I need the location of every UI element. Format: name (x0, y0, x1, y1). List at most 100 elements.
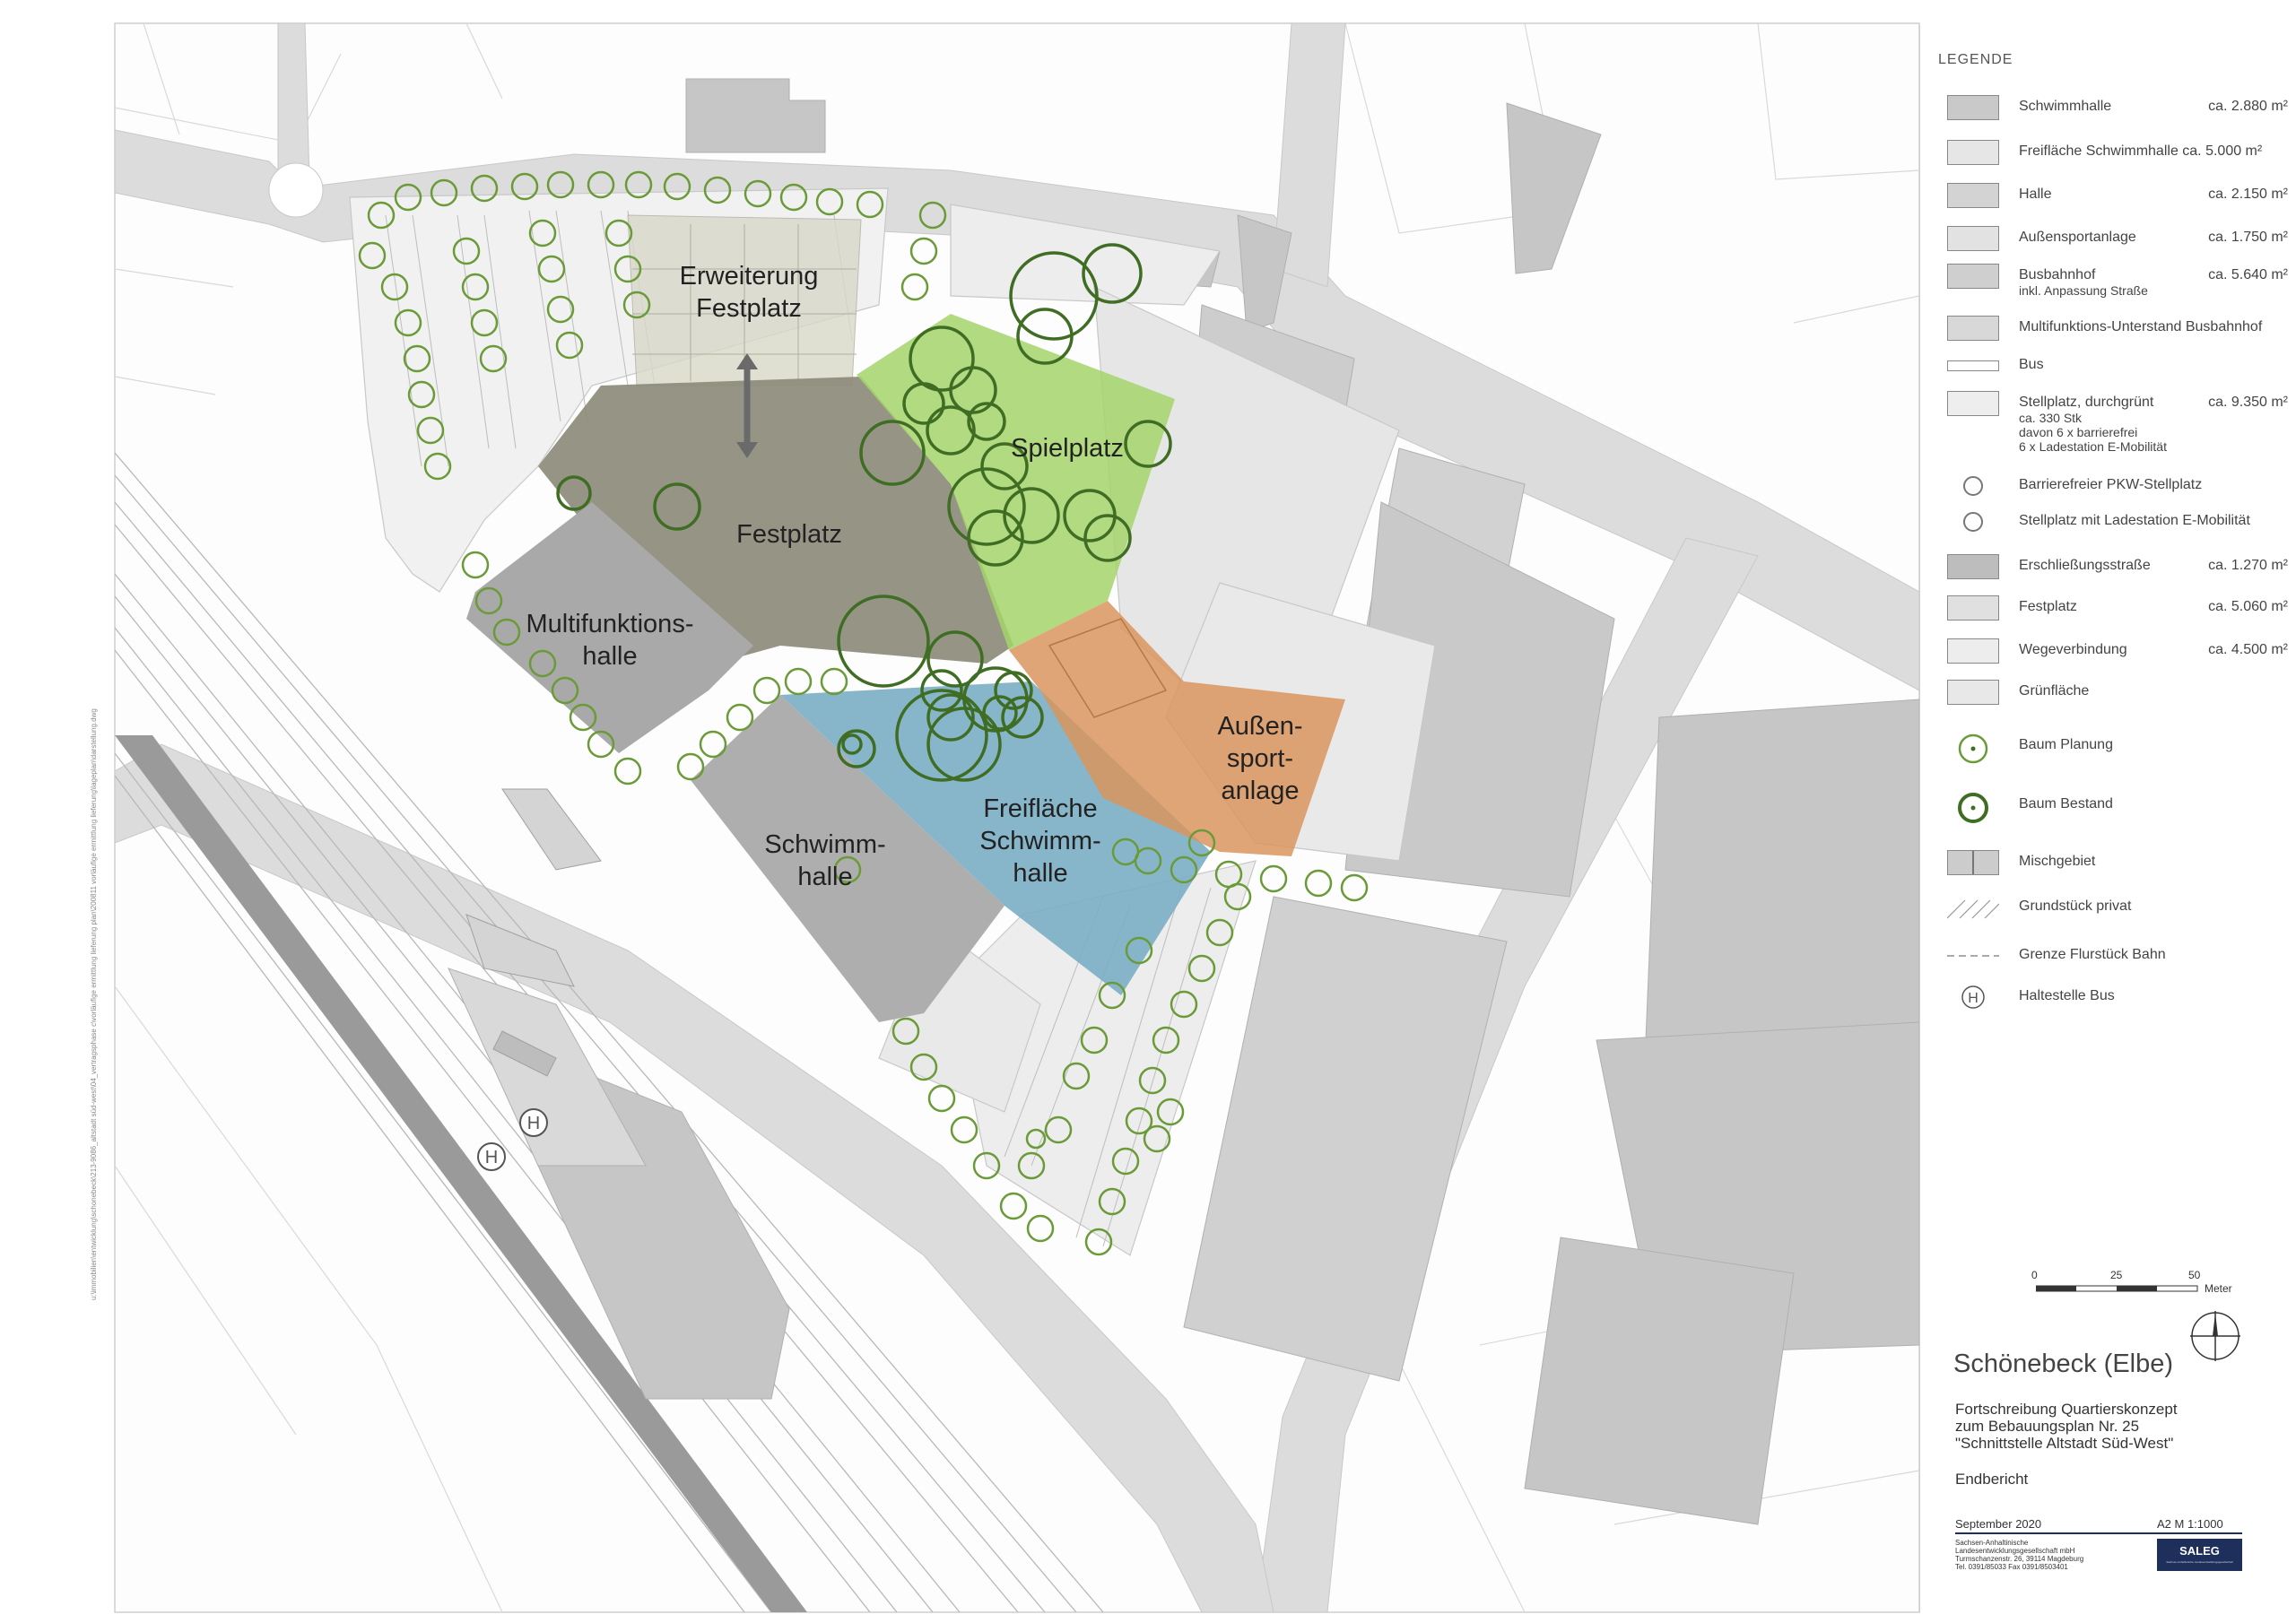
label-festplatz: Festplatz (736, 520, 842, 549)
legend-area: ca. 5.060 m² (2208, 599, 2288, 614)
legend-item: Schwimmhalle ca. 2.880 m² (1947, 95, 2288, 131)
legend-swatch (1947, 595, 1999, 621)
label-multifunktionshalle: Multifunktions- halle (526, 610, 694, 671)
legend-item: Mischgebiet (1947, 850, 2288, 886)
legend-label: Mischgebiet (2019, 854, 2096, 869)
legend-label: Wegeverbindung (2019, 642, 2127, 657)
legend-swatch (1947, 264, 1999, 289)
legend-label: Schwimmhalle (2019, 99, 2112, 114)
label-aussensport: Außen- sport- anlage (1217, 712, 1303, 805)
legend-label: Stellplatz, durchgrünt (2019, 395, 2154, 410)
legend-item: Festplatz ca. 5.060 m² (1947, 595, 2288, 631)
title-line4: Endbericht (1955, 1471, 2029, 1488)
legend-swatch (1947, 140, 1999, 165)
legend-swatch (1947, 850, 1999, 875)
legend-area: ca. 2.880 m² (2208, 99, 2288, 114)
legend-item: Bus (1947, 353, 2288, 389)
legend-label: Halle (2019, 187, 2052, 202)
saleg-logo-text: SALEG (2179, 1544, 2220, 1558)
label-spielplatz: Spielplatz (1011, 434, 1124, 463)
legend-item: Grenze Flurstück Bahn (1947, 943, 2288, 979)
bus-stop-icon: H (1947, 985, 1999, 1010)
legend-swatch (1947, 183, 1999, 208)
bus-stop-markers (477, 1108, 548, 1171)
footer-org3: Turmschanzenstr. 26, 39114 Magdeburg (1955, 1555, 2084, 1563)
scale-tick-50: 50 (2188, 1269, 2201, 1281)
legend-label: Festplatz (2019, 599, 2077, 614)
legend-label: Baum Planung (2019, 737, 2113, 752)
legend-area: ca. 9.350 m² (2208, 395, 2288, 410)
legend-label: Erschließungsstraße (2019, 558, 2151, 573)
legend-label: Grünfläche (2019, 683, 2090, 699)
legend-swatch (1947, 680, 1999, 705)
north-arrow-icon (2190, 1311, 2240, 1361)
scale-tick-25: 25 (2110, 1269, 2123, 1281)
legend-item: Stellplatz mit Ladestation E-Mobilität (1947, 509, 2288, 545)
scale-unit: Meter (2205, 1282, 2232, 1295)
erweiterung-grid (632, 224, 857, 381)
wheelchair-icon (1947, 473, 1999, 499)
label-schwimmhalle: Schwimm- halle (764, 830, 886, 891)
scale-bar (2036, 1285, 2198, 1292)
legend-item: Freifläche Schwimmhalle ca. 5.000 m² (1947, 140, 2288, 176)
legend-item: Multifunktions-Unterstand Busbahnhof (1947, 316, 2288, 352)
multifunktionshalle-building (466, 502, 753, 753)
footer-rule (1955, 1532, 2242, 1534)
title-line3: "Schnittstelle Altstadt Süd-West" (1955, 1435, 2174, 1452)
legend-label: Freifläche Schwimmhalle ca. 5.000 m² (2019, 143, 2263, 159)
footer-org4: Tel. 0391/85033 Fax 0391/8503401 (1955, 1563, 2068, 1571)
legend-area: ca. 4.500 m² (2208, 642, 2288, 657)
legend-item: Baum Planung (1947, 733, 2288, 769)
title-line2: zum Bebauungsplan Nr. 25 (1955, 1418, 2140, 1435)
legend-label: Grenze Flurstück Bahn (2019, 947, 2166, 962)
charging-station-icon (1947, 509, 1999, 534)
legend-item: H Haltestelle Bus (1947, 985, 2288, 1020)
aussensport-area (1009, 601, 1345, 856)
legend-label: Außensportanlage (2019, 230, 2136, 245)
legend-area: ca. 1.270 m² (2208, 558, 2288, 573)
trees-existing (556, 243, 1172, 782)
legend-item: Baum Bestand (1947, 793, 2288, 829)
tree-existing-icon (1947, 793, 1999, 823)
legend-label: Baum Bestand (2019, 796, 2113, 812)
legend-item: Wegeverbindung ca. 4.500 m² (1947, 638, 2288, 674)
file-path: u:\immobilien\entwicklung\schonebeck\213… (90, 708, 98, 1300)
rail-embankment (115, 735, 807, 1612)
roundabout (268, 162, 324, 218)
legend-label: Busbahnhof (2019, 267, 2096, 282)
legend-area: ca. 1.750 m² (2208, 230, 2288, 245)
footer-org1: Sachsen-Anhaltinische (1955, 1539, 2029, 1547)
legend-label: Stellplatz mit Ladestation E-Mobilität (2019, 513, 2250, 528)
schwimmhalle-building (691, 695, 1004, 1022)
footer-date: September 2020 (1955, 1517, 2042, 1531)
legend-sublabel: ca. 330 Stk davon 6 x barrierefrei 6 x L… (2019, 411, 2167, 454)
title-city: Schönebeck (Elbe) (1953, 1350, 2174, 1378)
buildings (448, 78, 1920, 1525)
sport-court (1048, 618, 1168, 718)
label-erweiterung-festplatz: Erweiterung Festplatz (679, 262, 819, 323)
legend-item: Erschließungsstraße ca. 1.270 m² (1947, 554, 2288, 590)
legend-sublabel: inkl. Anpassung Straße (2019, 283, 2148, 298)
legend-item: Grünfläche (1947, 680, 2288, 716)
label-freiflaeche: Freifläche Schwimm- halle (979, 794, 1101, 888)
legend-swatch (1947, 638, 1999, 664)
legend-item: Grundstück privat (1946, 895, 2288, 931)
saleg-logo-sub: Sachsen-Anhaltinische Landesentwicklungs… (2166, 1560, 2233, 1564)
legend-title: LEGENDE (1938, 52, 2013, 67)
bus-stop-icon-1: H (527, 1114, 540, 1133)
legend-swatch (1947, 226, 1999, 251)
legend-item: Stellplatz, durchgrünt ca. 9.350 m² ca. 33… (1947, 391, 2288, 454)
legend-label: Multifunktions-Unterstand Busbahnhof (2019, 319, 2263, 334)
hatch-icon (1946, 895, 2000, 920)
dashed-line-icon (1947, 943, 1999, 968)
legend-label: Haltestelle Bus (2019, 988, 2115, 1003)
footer-format: A2 M 1:1000 (2157, 1517, 2223, 1531)
svg-text:H: H (1968, 991, 1979, 1006)
scale-tick-0: 0 (2031, 1269, 2038, 1281)
legend-panel: LEGENDE Schwimmhalle ca. 2.880 m² Freifläc… (1919, 25, 2288, 1612)
legend-item: Außensportanlage ca. 1.750 m² (1947, 226, 2288, 262)
legend-area: ca. 5.640 m² (2208, 267, 2288, 282)
tree-planned-icon (1947, 733, 1999, 764)
legend-label: Bus (2019, 357, 2044, 372)
